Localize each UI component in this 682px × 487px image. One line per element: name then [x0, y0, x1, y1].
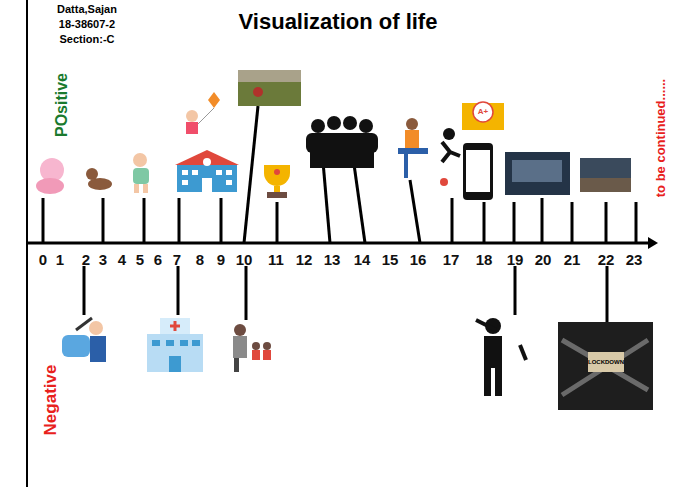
trophy-icon [264, 165, 290, 198]
sign-text: LOCKDOWN [588, 359, 624, 365]
year-number: 12 [296, 252, 313, 267]
year-number: 6 [154, 252, 162, 267]
injection-icon [62, 318, 106, 362]
school-icon [175, 150, 239, 192]
scolding-icon [233, 324, 271, 372]
year-number: 7 [173, 252, 181, 267]
phone-icon [463, 143, 493, 200]
time-axis [27, 242, 648, 245]
toddler-icon [133, 153, 149, 193]
year-number: 23 [626, 252, 643, 267]
hospital-icon [147, 318, 203, 372]
year-number: 5 [136, 252, 144, 267]
year-number: 15 [382, 252, 399, 267]
down-stems [84, 266, 607, 322]
kite-child-icon [186, 92, 220, 134]
year-number: 8 [196, 252, 204, 267]
year-number: 1 [56, 252, 64, 267]
grade-mark: A+ [478, 108, 488, 116]
year-number: 9 [217, 252, 225, 267]
field-photo [238, 70, 301, 106]
lockdown-photo [558, 322, 653, 410]
student-icon [398, 118, 428, 178]
axis-arrow [648, 237, 658, 249]
computer-photo [505, 152, 570, 195]
newborn-icon [36, 158, 64, 194]
year-number: 2 [82, 252, 90, 267]
football-icon [440, 128, 460, 186]
year-number: 19 [507, 252, 524, 267]
student-id: 18-38607-2 [59, 19, 115, 30]
graduation-photo [580, 158, 631, 192]
year-number: 4 [118, 252, 126, 267]
year-number: 16 [410, 252, 427, 267]
year-number: 13 [324, 252, 341, 267]
title: Visualization of life [239, 11, 438, 33]
year-number: 20 [535, 252, 552, 267]
year-number: 21 [564, 252, 581, 267]
author-name: Datta,Sajan [57, 4, 117, 15]
up-stems [43, 106, 636, 243]
section: Section:-C [60, 34, 115, 45]
continued-note: to be continued...... [654, 79, 667, 197]
drinking-man-icon [476, 318, 526, 396]
year-number: 10 [236, 252, 253, 267]
negative-label: Negative [42, 365, 59, 436]
year-number: 17 [443, 252, 460, 267]
year-number: 22 [598, 252, 615, 267]
friends-icon [306, 116, 378, 168]
year-number: 14 [354, 252, 371, 267]
crawling-baby-icon [86, 168, 112, 190]
year-number: 0 [39, 252, 47, 267]
result-envelope-icon [462, 102, 504, 130]
year-number: 18 [476, 252, 493, 267]
year-number: 3 [99, 252, 107, 267]
positive-label: POsitive [54, 73, 70, 137]
year-number: 11 [268, 252, 284, 267]
